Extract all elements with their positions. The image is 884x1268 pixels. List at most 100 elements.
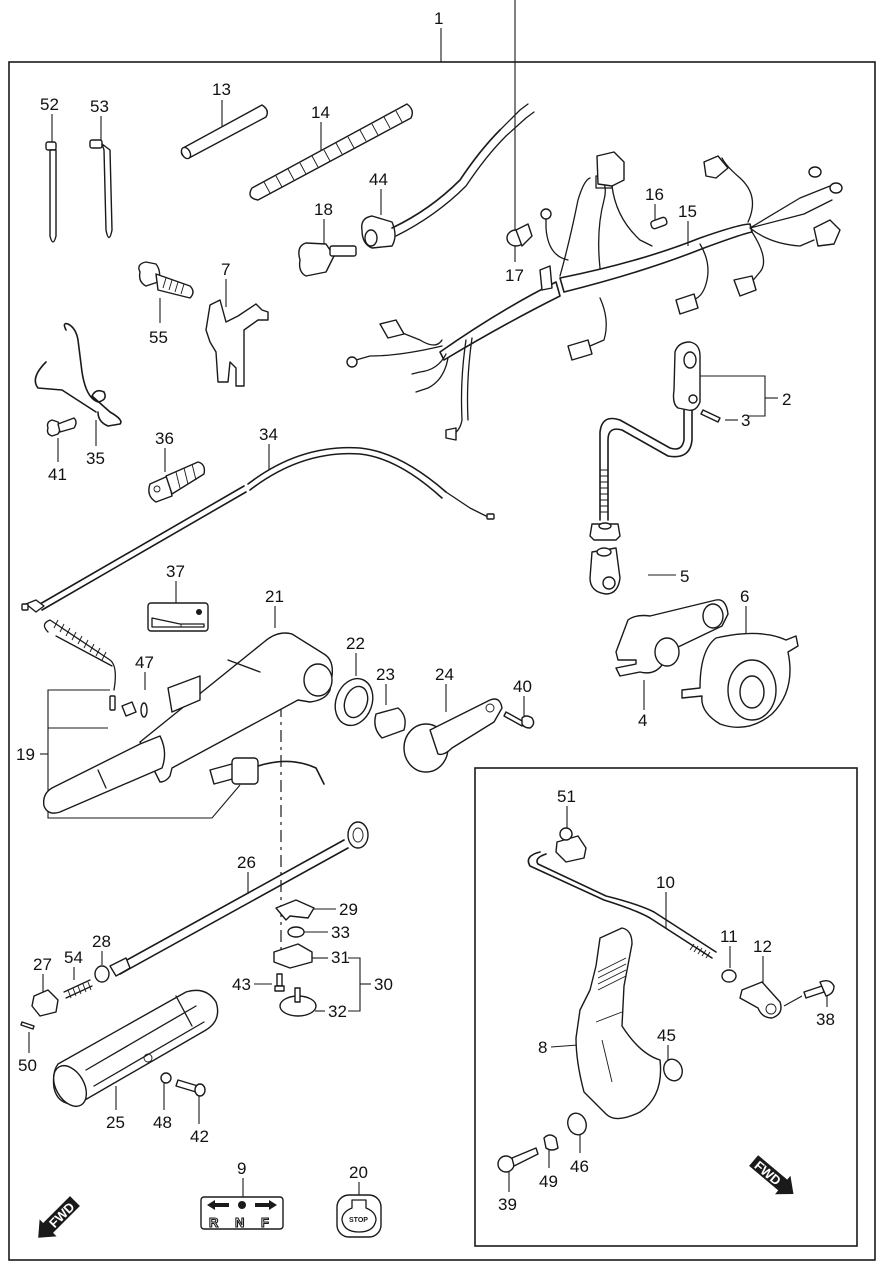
- label-52[interactable]: 52: [40, 95, 59, 114]
- part-10-shift-rod[interactable]: [527, 851, 717, 959]
- label-7[interactable]: 7: [221, 260, 230, 279]
- part-38-bolt[interactable]: [803, 979, 835, 999]
- label-17[interactable]: 17: [505, 266, 524, 285]
- part-19-stop-switch[interactable]: [43, 619, 325, 785]
- part-36-grommet[interactable]: [148, 461, 206, 503]
- part-18-switch[interactable]: [298, 242, 357, 277]
- label-6[interactable]: 6: [740, 587, 749, 606]
- label-35[interactable]: 35: [86, 449, 105, 468]
- part-17-clamp[interactable]: [506, 223, 533, 247]
- part-34-throttle-cable[interactable]: [21, 446, 495, 613]
- part-12-rod-end[interactable]: [739, 981, 782, 1019]
- label-11[interactable]: 11: [720, 927, 738, 946]
- label-49[interactable]: 49: [539, 1172, 558, 1191]
- part-39-bolt[interactable]: [497, 1147, 539, 1173]
- part-14-spiral-tube[interactable]: [249, 103, 414, 201]
- label-38[interactable]: 38: [816, 1010, 835, 1029]
- label-4[interactable]: 4: [638, 711, 647, 730]
- part-31-friction-plate[interactable]: [273, 943, 313, 969]
- part-46-washer[interactable]: [565, 1111, 589, 1138]
- label-25[interactable]: 25: [106, 1113, 125, 1132]
- label-26[interactable]: 26: [237, 853, 256, 872]
- label-2[interactable]: 2: [782, 390, 791, 409]
- label-33[interactable]: 33: [331, 923, 350, 942]
- label-12[interactable]: 12: [753, 937, 772, 956]
- label-53[interactable]: 53: [90, 97, 109, 116]
- part-32-adjuster[interactable]: [279, 987, 317, 1017]
- part-53-cable-tie[interactable]: [89, 139, 113, 239]
- label-29[interactable]: 29: [339, 900, 358, 919]
- label-20[interactable]: 20: [349, 1163, 368, 1182]
- label-13[interactable]: 13: [212, 80, 231, 99]
- part-33-washer[interactable]: [287, 926, 305, 938]
- label-46[interactable]: 46: [570, 1157, 589, 1176]
- part-22-bushing[interactable]: [329, 673, 379, 730]
- label-32[interactable]: 32: [328, 1002, 347, 1021]
- part-51-clip[interactable]: [555, 827, 587, 863]
- label-39[interactable]: 39: [498, 1195, 517, 1214]
- part-4-lever[interactable]: [615, 599, 729, 677]
- label-23[interactable]: 23: [376, 665, 395, 684]
- label-37[interactable]: 37: [166, 562, 185, 581]
- label-54[interactable]: 54: [64, 948, 83, 967]
- label-43[interactable]: 43: [232, 975, 251, 994]
- label-31[interactable]: 31: [331, 948, 350, 967]
- label-27[interactable]: 27: [33, 955, 52, 974]
- part-13-tube[interactable]: [180, 104, 269, 160]
- part-49-washer[interactable]: [543, 1134, 559, 1151]
- label-18[interactable]: 18: [314, 200, 333, 219]
- label-48[interactable]: 48: [153, 1113, 172, 1132]
- label-1[interactable]: 1: [434, 9, 443, 28]
- part-55-bolt[interactable]: [138, 261, 194, 299]
- part-3-pin[interactable]: [700, 409, 721, 423]
- part-35-cable-clamp[interactable]: [34, 322, 122, 427]
- label-30[interactable]: 30: [374, 975, 393, 994]
- label-21[interactable]: 21: [265, 587, 284, 606]
- part-42-screw[interactable]: [175, 1079, 206, 1097]
- part-45-washer[interactable]: [661, 1057, 685, 1084]
- label-40[interactable]: 40: [513, 677, 532, 696]
- part-23-collar[interactable]: [374, 707, 406, 739]
- label-8[interactable]: 8: [538, 1038, 547, 1057]
- label-45[interactable]: 45: [657, 1026, 676, 1045]
- part-26-throttle-shaft[interactable]: [109, 821, 369, 977]
- part-37-throttle-decal[interactable]: [147, 602, 209, 632]
- part-21-tiller-handle[interactable]: [42, 632, 334, 814]
- label-42[interactable]: 42: [190, 1127, 209, 1146]
- label-34[interactable]: 34: [259, 425, 278, 444]
- label-50[interactable]: 50: [18, 1056, 37, 1075]
- part-20-stop-decal[interactable]: STOP: [336, 1194, 382, 1238]
- part-5-rod-joint[interactable]: [589, 547, 621, 595]
- part-44-grommet[interactable]: [361, 215, 396, 249]
- label-55[interactable]: 55: [149, 328, 168, 347]
- part-25-throttle-grip[interactable]: [47, 989, 219, 1112]
- part-6-cam[interactable]: [681, 632, 799, 728]
- part-24-bracket-arm[interactable]: [403, 698, 503, 773]
- label-5[interactable]: 5: [680, 567, 689, 586]
- label-28[interactable]: 28: [92, 932, 111, 951]
- label-14[interactable]: 14: [311, 103, 330, 122]
- part-15-wiring-harness[interactable]: [346, 151, 843, 441]
- label-10[interactable]: 10: [656, 873, 675, 892]
- label-41[interactable]: 41: [48, 465, 67, 484]
- part-8-shift-lever[interactable]: [575, 927, 662, 1120]
- part-43-screw[interactable]: [274, 973, 285, 992]
- label-51[interactable]: 51: [557, 787, 576, 806]
- label-22[interactable]: 22: [346, 634, 365, 653]
- label-9[interactable]: 9: [237, 1159, 246, 1178]
- part-9-shift-decal[interactable]: R N F: [200, 1196, 284, 1231]
- part-50-pin[interactable]: [20, 1021, 35, 1030]
- label-47[interactable]: 47: [135, 653, 154, 672]
- part-2-shift-rod[interactable]: [599, 341, 701, 521]
- part-28-bush[interactable]: [94, 965, 110, 983]
- label-19[interactable]: 19: [16, 745, 35, 764]
- part-52-cable-tie[interactable]: [45, 141, 57, 243]
- part-40-bolt[interactable]: [503, 711, 535, 729]
- label-3[interactable]: 3: [741, 411, 750, 430]
- part-29-plate[interactable]: [275, 899, 315, 921]
- part-48-lock-washer[interactable]: [160, 1072, 172, 1084]
- label-44[interactable]: 44: [369, 170, 388, 189]
- label-36[interactable]: 36: [155, 429, 174, 448]
- part-54-spring[interactable]: [63, 979, 93, 999]
- part-11-nut[interactable]: [721, 969, 737, 983]
